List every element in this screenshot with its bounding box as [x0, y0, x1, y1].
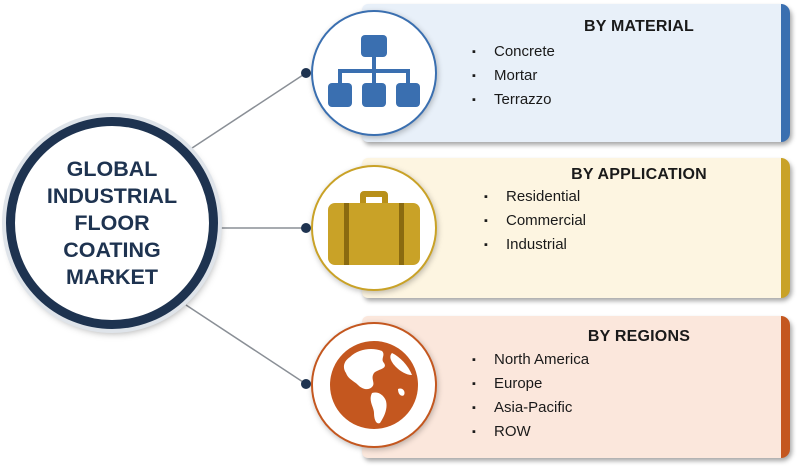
panel-title: BY APPLICATION [571, 166, 707, 183]
list-item: Commercial [484, 209, 586, 233]
icon-circle-regions [311, 322, 437, 448]
globe-icon [330, 341, 418, 429]
list-item: Europe [472, 372, 589, 396]
panel-accent-bar [781, 4, 790, 142]
hierarchy-icon [328, 35, 420, 107]
list-item: Mortar [472, 64, 555, 88]
list-item: Industrial [484, 233, 586, 257]
list-item: ROW [472, 420, 589, 444]
list-item: North America [472, 348, 589, 372]
hub-circle: GLOBAL INDUSTRIAL FLOOR COATING MARKET [6, 117, 218, 329]
panel-accent-bar [781, 316, 790, 458]
icon-circle-material [311, 10, 437, 136]
list-item: Terrazzo [472, 88, 555, 112]
item-list: Concrete Mortar Terrazzo [472, 40, 555, 112]
hub-title: GLOBAL INDUSTRIAL FLOOR COATING MARKET [46, 156, 178, 289]
list-item: Residential [484, 185, 586, 209]
list-item: Concrete [472, 40, 555, 64]
panel-accent-bar [781, 158, 790, 298]
panel-title: BY REGIONS [587, 328, 691, 345]
list-item: Asia-Pacific [472, 396, 589, 420]
item-list: North America Europe Asia-Pacific ROW [472, 348, 589, 444]
panel-title: BY MATERIAL [583, 18, 695, 35]
briefcase-icon [328, 191, 420, 265]
connector-dot [301, 223, 311, 233]
connector-dot [301, 379, 311, 389]
panel-regions: BY REGIONS North America Europe Asia-Pac… [362, 316, 790, 458]
connector-material [185, 72, 307, 153]
item-list: Residential Commercial Industrial [484, 185, 586, 257]
icon-circle-application [311, 165, 437, 291]
connector-regions [185, 304, 307, 385]
connector-dot [301, 68, 311, 78]
panel-material: BY MATERIAL Concrete Mortar Terrazzo [362, 4, 790, 142]
